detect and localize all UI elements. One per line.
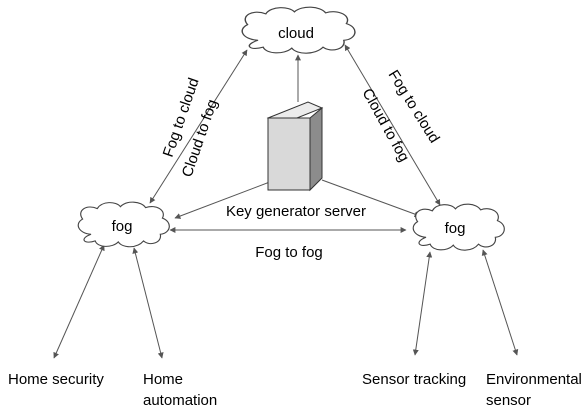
device-environmental-line1: Environmental <box>486 371 582 388</box>
link-server-fog-left <box>174 179 276 219</box>
device-home-automation-line1: Home <box>143 371 183 388</box>
cloud-label: cloud <box>278 25 314 42</box>
link-fog-sensor-tracking <box>412 251 433 356</box>
fog-left-label: fog <box>112 218 133 235</box>
server-icon <box>266 101 324 192</box>
link-fog-home-automation <box>132 247 164 359</box>
label-fog-to-fog: Fog to fog <box>255 244 323 261</box>
link-fog-environmental <box>481 249 519 356</box>
fog-node-left: fog <box>77 201 170 248</box>
link-fog-home-security <box>53 244 105 359</box>
fog-right-label: fog <box>445 220 466 237</box>
link-server-fog-right <box>321 179 421 217</box>
link-fog-right-cloud <box>344 44 441 206</box>
fog-node-right: fog <box>412 203 505 251</box>
server-side <box>309 106 323 192</box>
cloud-node: cloud <box>241 6 356 54</box>
device-home-security: Home security <box>8 371 104 388</box>
connections <box>53 44 519 359</box>
server-label: Key generator server <box>226 203 366 220</box>
server-front <box>267 117 311 191</box>
link-fog-left-cloud <box>149 49 248 204</box>
device-sensor-tracking: Sensor tracking <box>362 371 466 388</box>
device-environmental-line2: sensor <box>486 392 531 409</box>
device-home-automation-line2: automation <box>143 392 217 409</box>
